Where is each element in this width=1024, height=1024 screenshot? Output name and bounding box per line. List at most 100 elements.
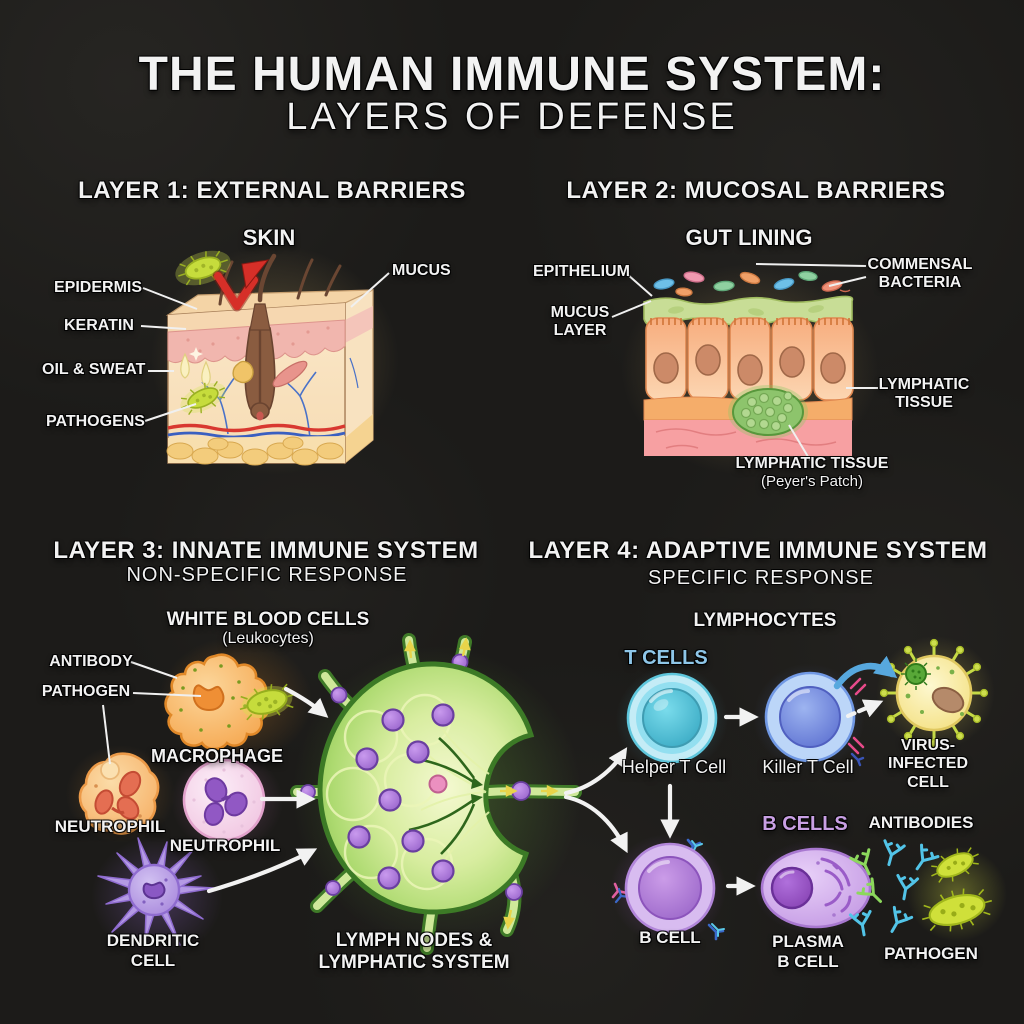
- label-virus-infected: VIRUS-INFECTED CELL: [888, 737, 968, 791]
- macrophage-illustration: [164, 653, 295, 751]
- poster-title-line2: LAYERS OF DEFENSE: [286, 96, 738, 138]
- label-peyers-line1: LYMPHATIC TISSUE: [735, 455, 889, 472]
- label-neutrophil-2: NEUTROPHIL: [169, 836, 281, 855]
- lymph-node-illustration: [290, 633, 582, 955]
- killer-t-receptor-y: [850, 752, 865, 767]
- killer-t-receptors: [847, 677, 867, 755]
- label-killer-t: Killer T Cell: [762, 757, 854, 777]
- leader-epidermis: [142, 287, 198, 310]
- label-peyers-patch: LYMPHATIC TISSUE (Peyer's Patch): [736, 455, 889, 491]
- neutrophil-2-nucleus: [203, 777, 248, 826]
- label-mucus: MUCUS: [392, 262, 451, 279]
- blood-vessel-red: [167, 423, 346, 433]
- poster-title-line1: THE HUMAN IMMUNE SYSTEM:: [138, 48, 886, 101]
- arrow-macrophage-to-node: [283, 686, 329, 718]
- label-macrophage: MACROPHAGE: [150, 746, 284, 766]
- arrow-killer-attack-blue: [833, 655, 898, 690]
- peyers-patch: [728, 385, 808, 439]
- arrow-node-to-helper: [563, 747, 628, 796]
- label-keratin: KERATIN: [64, 317, 134, 334]
- skin-illustration: [165, 250, 374, 466]
- leader-pathogens: [144, 403, 197, 422]
- plasma-b-illustration: [760, 847, 872, 929]
- virus-cell-spike-knobs: [879, 638, 989, 748]
- arrow-dendritic-to-node: [206, 848, 318, 894]
- arrow-node-to-bcell: [563, 794, 628, 854]
- virus-particle: [901, 658, 931, 690]
- pathogen-small: [931, 847, 979, 883]
- sebaceous-gland: [232, 360, 254, 384]
- leader-commensal-2: [828, 276, 867, 287]
- flow-arrows: [206, 686, 884, 896]
- arrector-muscle: [272, 360, 308, 388]
- cell-nuclei: [653, 344, 846, 386]
- wbc-title: WHITE BLOOD CELLS: [166, 609, 370, 630]
- leader-lines: [102, 263, 878, 765]
- label-b-cells: B CELLS: [762, 813, 848, 835]
- label-antibody: ANTIBODY: [49, 653, 133, 670]
- layer3-subheading: NON-SPECIFIC RESPONSE: [126, 564, 408, 586]
- label-lymph-nodes: LYMPH NODES & LYMPHATIC SYSTEM: [318, 930, 510, 973]
- label-pathogen-l4: PATHOGEN: [884, 944, 978, 963]
- microvilli: [650, 318, 850, 325]
- neutrophil-2-texture: [192, 768, 256, 834]
- flow-arrows-yellow: [404, 637, 559, 930]
- label-pathogens: PATHOGENS: [46, 413, 145, 430]
- commensal-bacteria-group: [653, 270, 851, 297]
- node-pink-cell: [428, 774, 448, 794]
- leader-mucus-layer: [611, 300, 652, 318]
- label-b-cell: B CELL: [639, 928, 701, 947]
- label-plasma-b: PLASMA B CELL: [772, 932, 844, 971]
- epithelial-cells: [645, 317, 854, 401]
- lymph-node-body: [317, 661, 535, 915]
- label-t-cells: T CELLS: [624, 647, 708, 669]
- virus-infected-illustration: [879, 638, 989, 748]
- layer4-subheading: SPECIFIC RESPONSE: [648, 567, 874, 589]
- layer2-heading: LAYER 2: MUCOSAL BARRIERS: [566, 177, 946, 204]
- layer4-heading: LAYER 4: ADAPTIVE IMMUNE SYSTEM: [528, 537, 988, 564]
- fat-layer: [166, 436, 345, 466]
- layer1-subheading: SKIN: [242, 225, 296, 250]
- deflect-arrow: [212, 259, 270, 312]
- neutrophil-2-illustration: [182, 758, 266, 842]
- label-lymphatic-tissue: LYMPHATIC TISSUE: [878, 376, 970, 412]
- layer2-subheading: GUT LINING: [685, 225, 813, 250]
- leader-pathogen-h: [132, 692, 202, 697]
- label-neutrophil-1: NEUTROPHIL: [54, 817, 166, 836]
- dendritic-nucleus: [142, 881, 166, 900]
- wbc-subtitle: (Leukocytes): [222, 630, 314, 647]
- leader-mucus: [350, 272, 390, 308]
- leader-epithelium: [626, 273, 653, 297]
- virus-cell-dots: [905, 666, 964, 716]
- neutrophil-1-illustration: [78, 752, 160, 835]
- oil-droplets: [180, 347, 211, 387]
- leader-peyers: [788, 424, 811, 461]
- label-peyers-line2: (Peyer's Patch): [760, 473, 864, 491]
- label-antibodies: ANTIBODIES: [868, 813, 974, 832]
- macrophage-specks: [179, 664, 247, 732]
- leader-keratin: [140, 325, 187, 330]
- lymphocytes-title: LYMPHOCYTES: [693, 610, 837, 631]
- arrow-killer-to-virus-dashed: [845, 699, 884, 719]
- killer-t-nucleus: [779, 686, 841, 748]
- label-commensal-bacteria: COMMENSAL BACTERIA: [867, 256, 973, 292]
- leader-commensal-1: [755, 263, 867, 267]
- b-cell-nucleus: [638, 856, 702, 920]
- dendritic-cell-illustration: [97, 837, 215, 946]
- plasma-b-er: [820, 857, 852, 913]
- label-oil-sweat: OIL & SWEAT: [42, 361, 146, 378]
- virus-cell-nucleus: [931, 686, 965, 714]
- label-mucus-layer: MUCUS LAYER: [550, 304, 610, 340]
- leader-pathogen-v: [102, 704, 111, 765]
- label-dendritic-cell: DENDRITIC CELL: [106, 931, 200, 970]
- b-cell-illustration: [611, 838, 725, 941]
- label-pathogen-l3: PATHOGEN: [41, 683, 131, 700]
- helper-t-illustration: [626, 672, 718, 764]
- leader-antibody: [130, 661, 178, 679]
- killer-t-illustration: [764, 671, 867, 767]
- node-lymphocytes: [347, 703, 455, 890]
- label-epidermis: EPIDERMIS: [54, 279, 143, 296]
- engulfed-pathogen: [239, 683, 295, 721]
